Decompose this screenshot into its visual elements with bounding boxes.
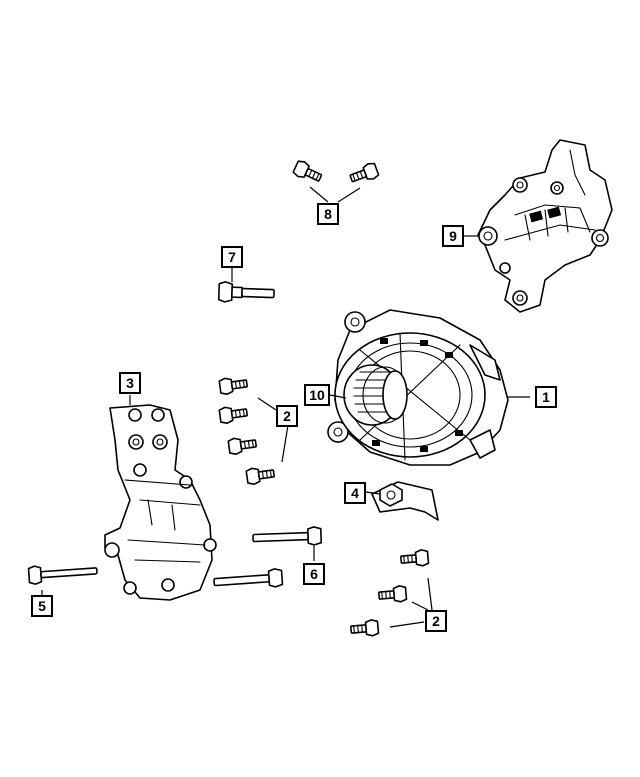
bolt-part-2-f xyxy=(377,584,408,605)
callout-8[interactable]: 8 xyxy=(317,203,339,225)
long-bolt-part-5 xyxy=(27,565,98,585)
leader-lines xyxy=(41,186,530,628)
callout-4[interactable]: 4 xyxy=(344,482,366,504)
callout-7[interactable]: 7 xyxy=(221,246,243,268)
bolt-part-8-left xyxy=(291,158,325,187)
callout-10[interactable]: 10 xyxy=(304,384,330,406)
long-bolt-part-6-b xyxy=(212,567,284,592)
callout-1[interactable]: 1 xyxy=(535,386,557,408)
bolt-part-2-c xyxy=(227,434,258,456)
callout-6[interactable]: 6 xyxy=(303,563,325,585)
callout-2-lower[interactable]: 2 xyxy=(425,610,447,632)
nut-shield-part-4 xyxy=(371,481,439,521)
callout-3[interactable]: 3 xyxy=(119,372,141,394)
bolt-part-8-right xyxy=(347,160,381,187)
mounting-bracket-part-9 xyxy=(477,139,613,313)
support-bracket-part-3 xyxy=(104,404,217,601)
bolt-part-2-g xyxy=(349,618,380,639)
bolt-part-2-b xyxy=(218,403,249,425)
long-bolt-part-6-a xyxy=(251,525,323,548)
callout-2-upper[interactable]: 2 xyxy=(276,405,298,427)
bolt-part-2-d xyxy=(245,464,276,486)
pulley-part-10 xyxy=(343,364,408,426)
bolt-part-2-e xyxy=(399,548,430,569)
alternator-part-1 xyxy=(327,309,509,466)
callout-9[interactable]: 9 xyxy=(442,225,464,247)
bolt-part-7 xyxy=(217,281,275,303)
callout-5[interactable]: 5 xyxy=(31,595,53,617)
bolt-part-2-a xyxy=(218,374,249,396)
